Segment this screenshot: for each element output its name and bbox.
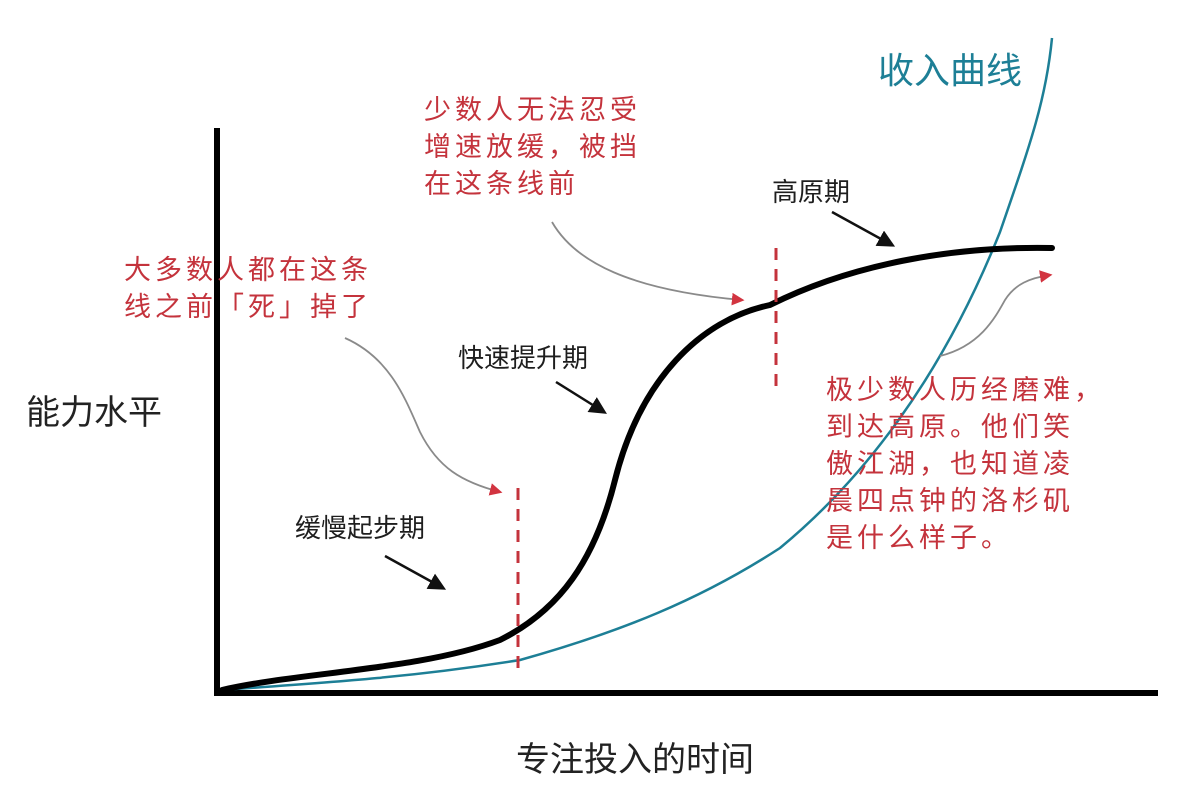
note-line: 大多数人都在这条 (124, 255, 372, 286)
stage-arrow-plateau (831, 210, 896, 247)
note-most-people: 大多数人都在这条 线之前「死」掉了 (124, 252, 372, 326)
ability-curve (219, 244, 1055, 693)
stage-label-plateau: 高原期 (772, 178, 851, 208)
pointer-arrow-3 (939, 270, 1053, 357)
stage-arrow-slow (384, 554, 447, 590)
stage-label-rapid-rise: 快速提升期 (458, 344, 589, 374)
note-very-few: 极少数人历经磨难， 到达高原。他们笑 傲江湖，也知道凌 晨四点钟的洛杉矶 是什么… (826, 372, 1105, 557)
note-line: 傲江湖，也知道凌 (826, 449, 1074, 480)
y-axis-label: 能力水平 (26, 393, 162, 433)
stage-label-slow-start: 缓慢起步期 (295, 514, 426, 544)
pointer-arrow-2 (551, 221, 745, 306)
note-line: 到达高原。他们笑 (826, 412, 1074, 443)
note-line: 是什么样子。 (826, 523, 1012, 554)
income-curve (219, 37, 1054, 692)
pointer-arrow-1 (344, 337, 503, 496)
note-line: 线之前「死」掉了 (124, 292, 372, 323)
income-curve-label: 收入曲线 (878, 51, 1023, 92)
note-line: 极少数人历经磨难， (826, 375, 1105, 406)
note-line: 增速放缓，被挡 (424, 132, 641, 163)
note-line: 在这条线前 (424, 169, 579, 200)
x-axis-label: 专注投入的时间 (516, 740, 754, 780)
stage-arrow-rapid (555, 380, 607, 414)
note-few-people: 少数人无法忍受 增速放缓，被挡 在这条线前 (424, 92, 641, 203)
note-line: 晨四点钟的洛杉矶 (826, 486, 1074, 517)
note-line: 少数人无法忍受 (424, 95, 641, 126)
